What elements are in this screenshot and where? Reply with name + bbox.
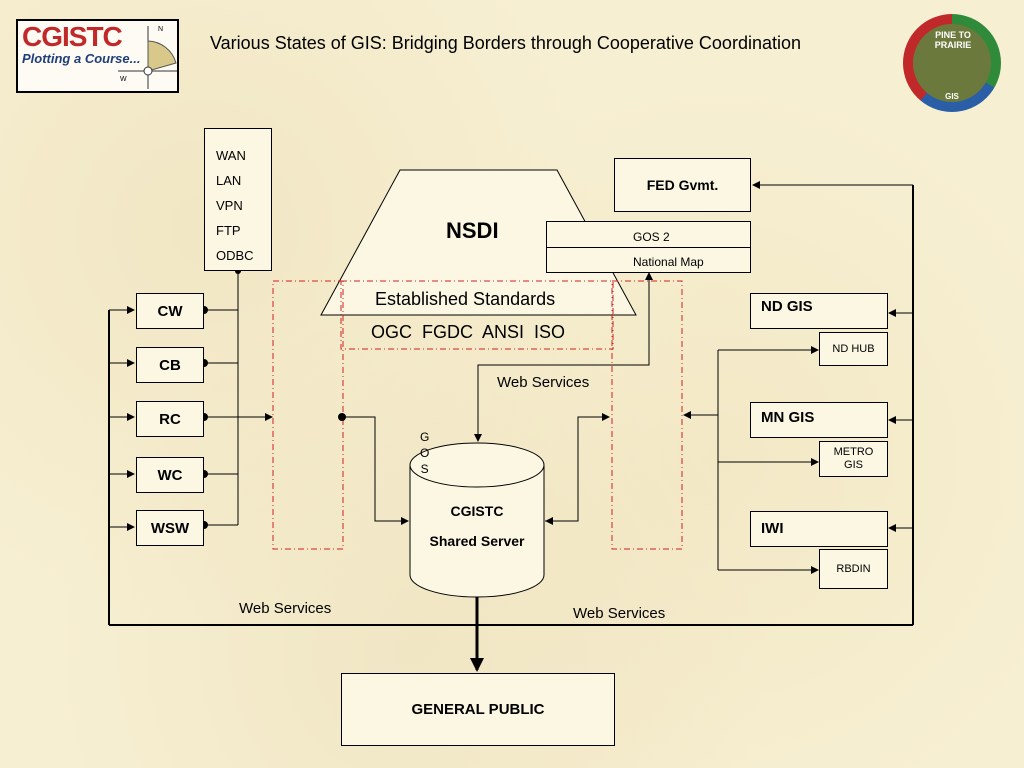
protocols-box: WAN LAN VPN FTP ODBC: [204, 128, 272, 271]
gos-letter-g: G: [420, 430, 430, 444]
gos-vertical-label: G O S: [420, 429, 429, 477]
node-cb: CB: [136, 347, 204, 383]
protocol-lan: LAN: [216, 173, 242, 188]
nsdi-trapezoid: [320, 169, 637, 316]
svg-text:W: W: [120, 76, 127, 83]
protocol-wan: WAN: [216, 148, 246, 163]
established-standards-label: Established Standards: [375, 289, 556, 309]
node-mn-gis: MN GIS: [750, 402, 888, 438]
gos-letter-o: O: [420, 446, 430, 460]
compass-icon: N W: [118, 26, 177, 89]
protocol-vpn: VPN: [216, 198, 243, 213]
web-services-bottom-right-label: Web Services: [573, 605, 666, 622]
gos2-national-map-box: GOS 2 National Map: [546, 221, 751, 273]
node-nd-hub: ND HUB: [819, 332, 888, 366]
node-nd-gis: ND GIS: [750, 293, 888, 329]
logo-right-title: PINE TO PRAIRIE: [934, 30, 972, 50]
gos-letter-s: S: [420, 462, 429, 476]
gos2-label: GOS 2: [633, 230, 670, 244]
node-rc: RC: [136, 401, 204, 437]
right-dashed-region: [611, 280, 683, 550]
standards-list: OGC FGDC ANSI ISO: [371, 322, 566, 342]
national-map-label: National Map: [633, 255, 704, 269]
web-services-top-label: Web Services: [497, 374, 590, 391]
cgistc-logo: CGISTC Plotting a Course... N W: [16, 19, 179, 93]
node-rbdin: RBDIN: [819, 549, 888, 589]
logo-title: CGISTC: [22, 21, 123, 52]
protocol-ftp: FTP: [216, 223, 241, 238]
server-subtitle: Shared Server: [429, 533, 525, 549]
svg-text:N: N: [158, 26, 163, 33]
web-services-bottom-left-label: Web Services: [239, 600, 332, 617]
general-public-box: GENERAL PUBLIC: [341, 673, 615, 746]
logo-right-sub: GIS: [945, 92, 959, 101]
server-cylinder: [409, 465, 545, 598]
page-title: Various States of GIS: Bridging Borders …: [210, 33, 801, 53]
node-wsw: WSW: [136, 510, 204, 546]
protocol-odbc: ODBC: [216, 248, 254, 263]
nsdi-title: NSDI: [446, 218, 499, 243]
node-cw: CW: [136, 293, 204, 329]
left-dashed-region: [272, 280, 344, 550]
node-iwi: IWI: [750, 511, 888, 547]
server-title: CGISTC: [450, 503, 504, 519]
node-metro-gis: METRO GIS: [819, 441, 888, 477]
fed-gvmt-box: FED Gvmt.: [614, 158, 751, 212]
standards-dashed-box: [340, 280, 614, 350]
logo-subtitle: Plotting a Course...: [22, 51, 141, 66]
node-wc: WC: [136, 457, 204, 493]
pine-to-prairie-logo: PINE TO PRAIRIE GIS: [903, 14, 1001, 112]
